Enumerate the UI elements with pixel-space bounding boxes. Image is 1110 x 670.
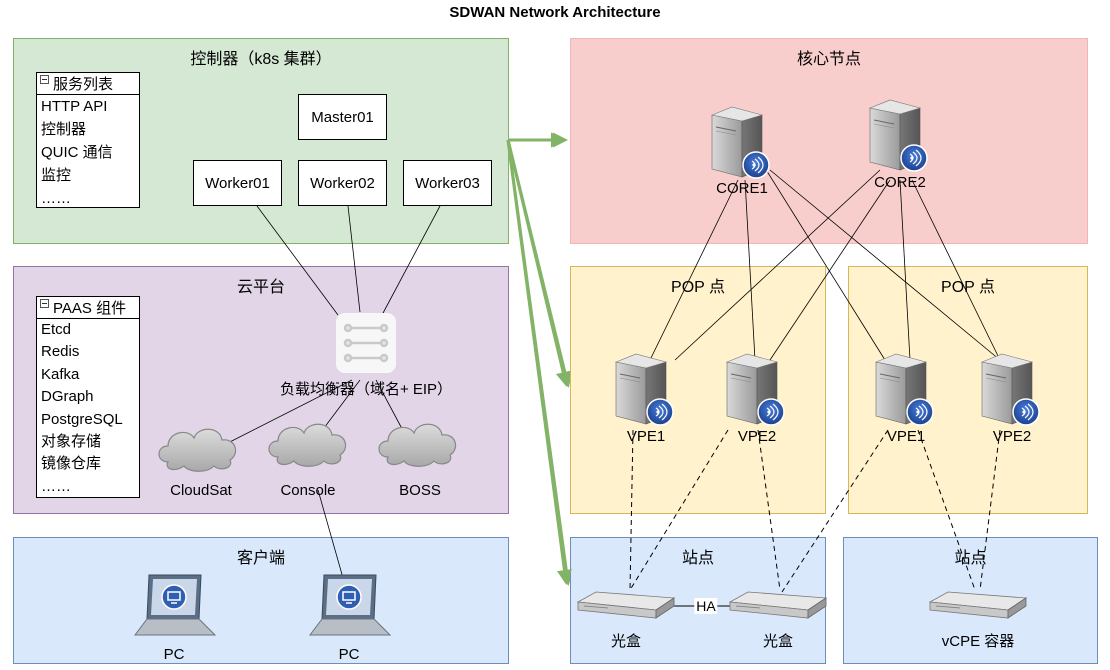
vpe2-server-icon-pop2 bbox=[981, 353, 1040, 426]
pop-title-2: POP 点 bbox=[941, 279, 995, 296]
lb-label: 负载均衡器（域名+ EIP） bbox=[279, 381, 453, 398]
vpe2-label-pop2: VPE2 bbox=[992, 428, 1032, 445]
vpe1-server-icon-pop2 bbox=[875, 353, 934, 426]
core1-server-icon bbox=[711, 106, 770, 179]
worker-node-2: Worker02 bbox=[298, 160, 387, 206]
vpe2-label-pop1: VPE2 bbox=[737, 428, 777, 445]
console-pc-link bbox=[317, 489, 346, 586]
vcpe-label: vCPE 容器 bbox=[941, 633, 1015, 650]
service-list-title: 服务列表 bbox=[53, 76, 114, 93]
client-region: 客户端 bbox=[13, 537, 509, 664]
pc-laptop-icon-1 bbox=[134, 574, 216, 636]
list-item: PostgreSQL bbox=[41, 410, 123, 428]
service-list: 服务列表 HTTP API 控制器 QUIC 通信 监控 …… bbox=[36, 72, 140, 208]
pc-label-2: PC bbox=[338, 646, 360, 663]
cloudsat-label: CloudSat bbox=[170, 482, 232, 499]
vpe1-server-icon-pop1 bbox=[615, 353, 674, 426]
worker-node-1: Worker01 bbox=[193, 160, 282, 206]
service-list-header[interactable]: 服务列表 bbox=[37, 73, 139, 95]
list-item: DGraph bbox=[41, 388, 94, 406]
core-region: 核心节点 bbox=[570, 38, 1088, 244]
core-vpe-links bbox=[649, 159, 1001, 361]
paas-list-header[interactable]: PAAS 组件 bbox=[37, 297, 139, 319]
core2-label: CORE2 bbox=[874, 174, 926, 191]
list-item: Redis bbox=[41, 343, 80, 361]
list-item: HTTP API bbox=[41, 98, 108, 115]
ha-label: HA bbox=[694, 598, 718, 614]
collapse-icon[interactable] bbox=[40, 299, 49, 308]
collapse-icon[interactable] bbox=[40, 75, 49, 84]
list-item: …… bbox=[41, 477, 71, 495]
vcpe-box-icon bbox=[929, 591, 1027, 619]
console-label: Console bbox=[280, 482, 336, 499]
pc-laptop-icon-2 bbox=[309, 574, 391, 636]
list-item: 镜像仓库 bbox=[41, 455, 102, 473]
diagram-title: SDWAN Network Architecture bbox=[449, 4, 661, 21]
list-item: 对象存储 bbox=[41, 432, 102, 450]
optical-box-icon-1 bbox=[577, 591, 675, 619]
console-cloud-icon bbox=[268, 423, 347, 467]
optical-box-label-2: 光盒 bbox=[762, 633, 794, 650]
list-item: Kafka bbox=[41, 365, 80, 383]
pop-title-1: POP 点 bbox=[671, 279, 725, 296]
vpe1-label-pop1: VPE1 bbox=[626, 428, 666, 445]
pop-region-1: POP 点 bbox=[570, 266, 826, 514]
pc-label-1: PC bbox=[163, 646, 185, 663]
list-item: 监控 bbox=[41, 167, 72, 184]
core-title: 核心节点 bbox=[796, 51, 861, 68]
list-item: Etcd bbox=[41, 321, 72, 338]
paas-list: PAAS 组件 Etcd Redis Kafka DGraph PostgreS… bbox=[36, 296, 140, 498]
vpe-site-links bbox=[629, 429, 1001, 593]
load-balancer-icon bbox=[336, 313, 396, 373]
optical-box-icon-2 bbox=[729, 591, 827, 619]
core1-label: CORE1 bbox=[716, 180, 768, 197]
core2-server-icon bbox=[869, 99, 928, 172]
list-item: …… bbox=[41, 190, 71, 207]
client-title: 客户端 bbox=[236, 550, 285, 567]
vpe2-server-icon-pop1 bbox=[726, 353, 785, 426]
cloudsat-cloud-icon bbox=[158, 428, 237, 472]
list-item: QUIC 通信 bbox=[41, 144, 113, 161]
list-item: 控制器 bbox=[41, 121, 87, 138]
vpe1-label-pop2: VPE1 bbox=[886, 428, 926, 445]
optical-box-label-1: 光盒 bbox=[610, 633, 642, 650]
master-node: Master01 bbox=[298, 94, 387, 140]
cloud-platform-title: 云平台 bbox=[236, 279, 285, 296]
controller-arrows bbox=[506, 132, 572, 585]
site-title-1: 站点 bbox=[681, 550, 714, 567]
boss-cloud-icon bbox=[378, 423, 457, 467]
controller-title: 控制器（k8s 集群） bbox=[190, 51, 332, 68]
paas-list-title: PAAS 组件 bbox=[53, 300, 127, 317]
site-title-2: 站点 bbox=[954, 550, 987, 567]
worker-node-3: Worker03 bbox=[403, 160, 492, 206]
boss-label: BOSS bbox=[399, 482, 441, 499]
worker-lb-links bbox=[256, 205, 441, 316]
